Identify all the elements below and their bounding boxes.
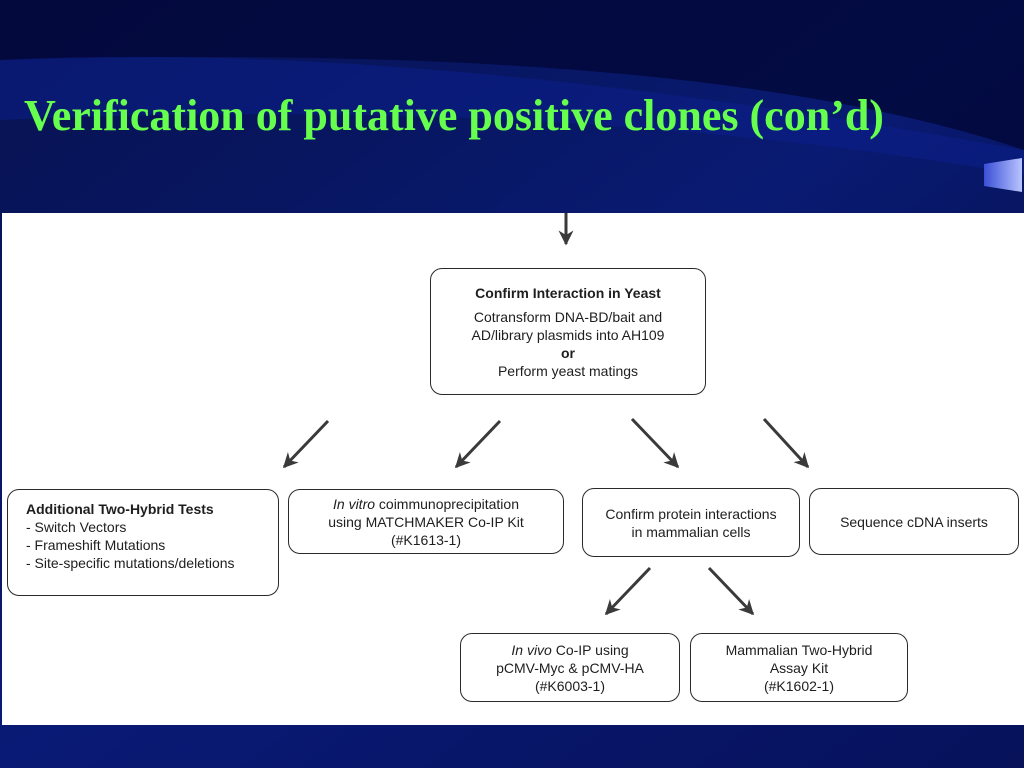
additional-tests-item: - Frameshift Mutations <box>26 537 166 553</box>
in-vivo-line2: pCMV-Myc & pCMV-HA <box>496 659 644 676</box>
in-vitro-line1: In vitro coimmunoprecipitation <box>333 495 519 513</box>
sequence-box: Sequence cDNA inserts <box>809 488 1019 555</box>
in-vivo-coip-box: In vivo Co-IP using pCMV-Myc & pCMV-HA (… <box>460 633 680 702</box>
arrow-to-in-vitro <box>454 419 502 469</box>
mammalian-two-hybrid-line1: Mammalian Two-Hybrid <box>725 641 873 658</box>
in-vivo-line3: (#K6003-1) <box>534 677 606 694</box>
in-vitro-line2: using MATCHMAKER Co-IP Kit <box>328 513 524 530</box>
in-vivo-rest: Co-IP using <box>551 641 629 658</box>
flow-arrows <box>282 213 810 616</box>
slide-title: Verification of putative positive clones… <box>24 91 884 140</box>
confirm-yeast-heading: Confirm Interaction in Yeast <box>475 284 661 301</box>
arrow-to-mammalian-confirm <box>630 417 680 469</box>
confirm-yeast-line1: Cotransform DNA-BD/bait and <box>473 308 663 325</box>
in-vitro-coip-box: In vitro coimmunoprecipitation using MAT… <box>288 489 564 554</box>
arrow-to-sequence <box>762 417 810 469</box>
arrow-to-in-vivo <box>604 566 652 616</box>
arrow-to-additional-tests <box>282 419 330 469</box>
sequence-line1: Sequence cDNA inserts <box>840 513 988 530</box>
in-vitro-line3: (#K1613-1) <box>390 531 462 548</box>
additional-tests-heading: Additional Two-Hybrid Tests <box>26 501 214 517</box>
flowchart-panel: Confirm Interaction in Yeast Cotransform… <box>2 213 1024 725</box>
mammalian-confirm-line1: Confirm protein interactions <box>605 505 777 522</box>
in-vivo-line1: In vivo Co-IP using <box>511 641 628 659</box>
confirm-yeast-line2: AD/library plasmids into AH109 <box>471 326 665 343</box>
in-vitro-italic: In vitro <box>333 495 376 512</box>
mammalian-two-hybrid-line3: (#K1602-1) <box>763 677 835 694</box>
mammalian-two-hybrid-box: Mammalian Two-Hybrid Assay Kit (#K1602-1… <box>690 633 908 702</box>
arrow-to-mammalian-two-hybrid <box>707 566 755 616</box>
confirm-yeast-or: or <box>561 344 575 361</box>
confirm-yeast-box: Confirm Interaction in Yeast Cotransform… <box>430 268 706 395</box>
additional-tests-item: - Switch Vectors <box>26 519 127 535</box>
additional-tests-item: - Site-specific mutations/deletions <box>26 555 235 571</box>
additional-tests-box: Additional Two-Hybrid Tests - Switch Vec… <box>7 489 279 596</box>
mammalian-two-hybrid-line2: Assay Kit <box>769 659 829 676</box>
in-vivo-italic: In vivo <box>511 641 552 658</box>
confirm-yeast-line3: Perform yeast matings <box>497 362 639 379</box>
in-vitro-rest: coimmunoprecipitation <box>375 495 519 512</box>
mammalian-confirm-line2: in mammalian cells <box>631 523 751 540</box>
mammalian-confirm-box: Confirm protein interactions in mammalia… <box>582 488 800 557</box>
